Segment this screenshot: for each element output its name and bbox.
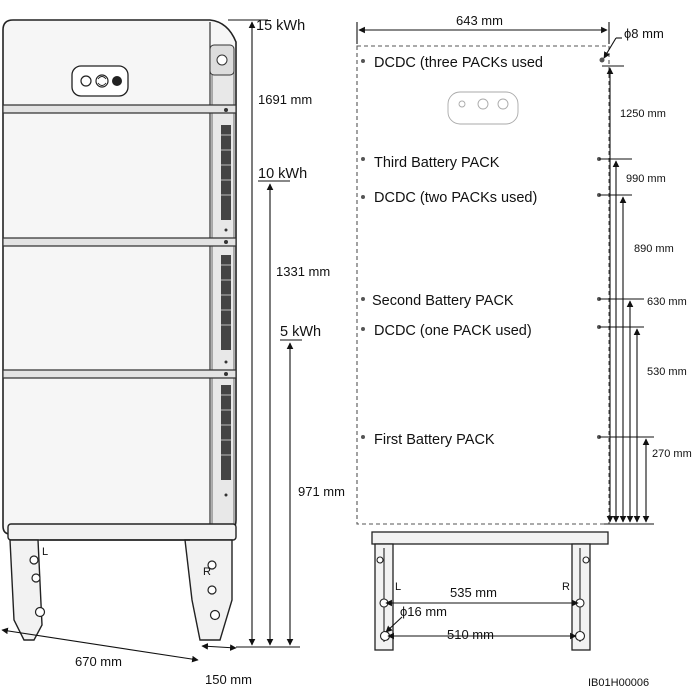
height-971: 971 mm xyxy=(298,484,345,499)
hole-phi16: ϕ16 mm xyxy=(400,604,447,619)
height-1331: 1331 mm xyxy=(276,264,330,279)
hole-phi8: ϕ8 mm xyxy=(624,26,664,41)
ventilation-ribs xyxy=(221,125,231,480)
bracket-mark-right: R xyxy=(203,566,211,578)
height-990: 990 mm xyxy=(626,173,666,185)
left-dimension-lines xyxy=(1,19,302,663)
mounting-stand xyxy=(7,523,237,641)
width-535: 535 mm xyxy=(450,585,497,600)
battery-cabinet-illustration xyxy=(2,19,237,641)
height-530: 530 mm xyxy=(647,366,687,378)
height-630: 630 mm xyxy=(647,296,687,308)
front-mark-right: R xyxy=(562,581,570,593)
height-890: 890 mm xyxy=(634,243,674,255)
label-third-battery-pack: Third Battery PACK xyxy=(374,155,500,171)
bracket-mark-left: L xyxy=(42,546,48,558)
label-dcdc-two-packs: DCDC (two PACKs used) xyxy=(374,190,537,206)
control-panel xyxy=(71,65,129,97)
capacity-15kwh: 15 kWh xyxy=(256,18,305,34)
label-first-battery-pack: First Battery PACK xyxy=(374,432,495,448)
width-643: 643 mm xyxy=(456,13,503,28)
hole-markers xyxy=(361,57,605,439)
cabinet-outline xyxy=(356,45,610,525)
height-1250: 1250 mm xyxy=(620,108,666,120)
right-dimension-lines xyxy=(356,22,654,640)
height-270: 270 mm xyxy=(652,448,692,460)
label-second-battery-pack: Second Battery PACK xyxy=(372,293,514,309)
front-mark-left: L xyxy=(395,581,401,593)
depth-150: 150 mm xyxy=(205,672,252,687)
label-dcdc-one-pack: DCDC (one PACK used) xyxy=(374,323,532,339)
height-1691: 1691 mm xyxy=(258,92,312,107)
width-510: 510 mm xyxy=(447,627,494,642)
capacity-5kwh: 5 kWh xyxy=(280,324,321,340)
label-dcdc-three-packs: DCDC (three PACKs used xyxy=(374,55,543,71)
capacity-10kwh: 10 kWh xyxy=(258,166,307,182)
panel-icon xyxy=(447,91,519,125)
figure-id: IB01H00006 xyxy=(588,677,649,689)
width-670: 670 mm xyxy=(75,654,122,669)
